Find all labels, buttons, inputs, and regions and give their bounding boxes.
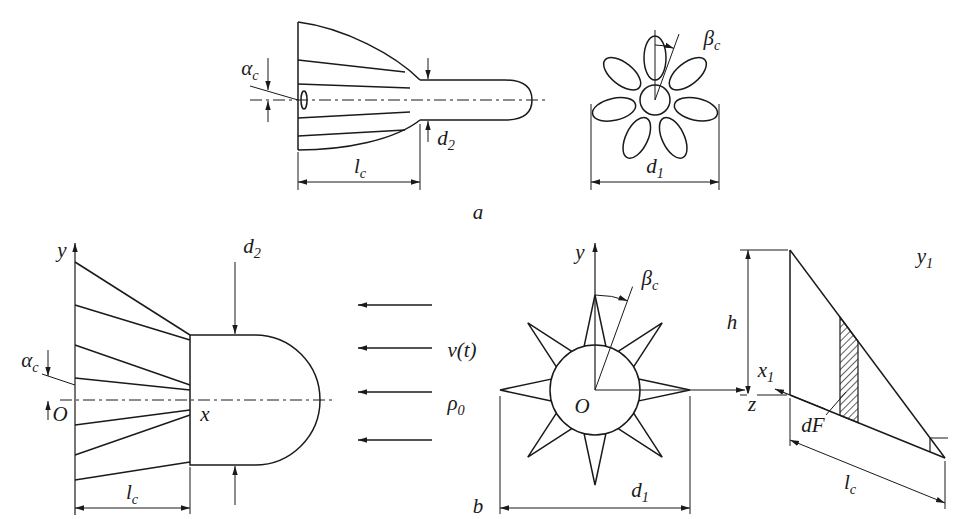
dimension-label: x1 [757, 360, 775, 384]
symbol-main: l [844, 470, 850, 494]
symbol-main: β [642, 266, 652, 290]
symbol-subscript: 1 [767, 369, 774, 385]
dimension-label: lc [843, 472, 857, 496]
dimension-label: x [199, 404, 210, 425]
dimension-label: y [574, 242, 585, 263]
dimension-label: d1 [630, 480, 650, 504]
symbol-subscript: c [714, 37, 720, 53]
symbol-subscript: c [252, 67, 258, 83]
dimension-label: lc [125, 482, 139, 506]
symbol-subscript: c [652, 277, 658, 293]
symbol-main: l [126, 480, 132, 504]
symbol-subscript: 1 [926, 255, 933, 271]
side-view-a [250, 22, 548, 190]
side-view-b [42, 243, 335, 515]
symbol-subscript: 2 [254, 245, 261, 261]
dimension-label: d1 [645, 156, 665, 180]
symbol-main: α [21, 348, 32, 372]
symbol-main: x [758, 358, 767, 382]
symbol-main: l [354, 154, 360, 178]
symbol-main: β [704, 26, 714, 50]
dimension-label: y1 [916, 246, 934, 270]
symbol-main: ρ [447, 391, 457, 415]
front-view-a [590, 30, 720, 190]
dimension-label: a [472, 202, 485, 223]
front-view-b [500, 243, 745, 514]
symbol-subscript: 1 [657, 165, 664, 181]
dimension-label: z [747, 394, 757, 415]
symbol-main: y [917, 244, 926, 268]
dimension-label: O [51, 404, 68, 425]
dimension-label: ρ0 [446, 393, 465, 417]
dimension-label: y [56, 240, 67, 261]
dimension-label: αc [20, 350, 39, 374]
symbol-main: d [631, 478, 642, 502]
symbol-main: d [646, 154, 657, 178]
dimension-label: βc [703, 28, 722, 52]
dimension-label: h [726, 312, 739, 333]
dimension-label: lc [353, 156, 367, 180]
symbol-subscript: c [132, 491, 138, 507]
symbol-subscript: c [360, 165, 366, 181]
dimension-label: v(t) [446, 340, 477, 361]
dimension-label: b [472, 495, 485, 516]
dimension-label: d2 [436, 128, 456, 152]
dimension-label: βc [641, 268, 660, 292]
symbol-main: d [243, 234, 254, 258]
dimension-label: dF [800, 415, 825, 436]
dimension-label: d2 [242, 236, 262, 260]
symbol-main: α [241, 56, 252, 80]
flow-arrows [358, 305, 432, 440]
symbol-subscript: 2 [448, 137, 455, 153]
symbol-subscript: c [850, 481, 856, 497]
fin-element-detail [740, 250, 948, 509]
dimension-label: O [573, 396, 590, 417]
symbol-subscript: c [32, 359, 38, 375]
symbol-main: d [437, 126, 448, 150]
symbol-subscript: 0 [457, 402, 464, 418]
dimension-label: αc [240, 58, 259, 82]
symbol-subscript: 1 [642, 489, 649, 505]
